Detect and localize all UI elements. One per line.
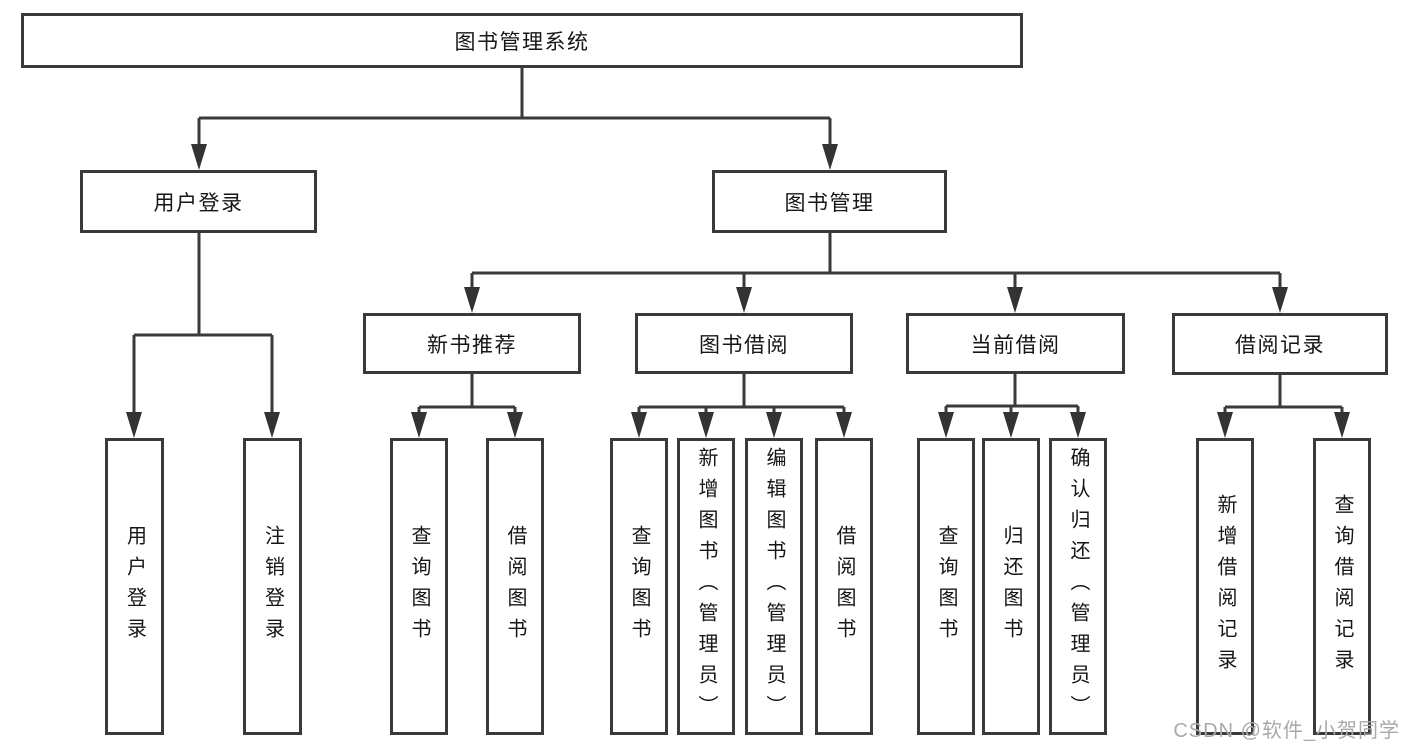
leaf-query-borrow-record-label: 查询借阅记录: [1331, 493, 1353, 680]
leaf-query-books-1-label: 查询图书: [408, 524, 430, 649]
csdn-watermark: CSDN @软件_小贺同学: [1173, 720, 1400, 742]
node-current-borrowing: 当前借阅: [906, 313, 1125, 374]
leaf-query-borrow-record: 查询借阅记录: [1313, 438, 1371, 735]
leaf-query-books-3: 查询图书: [917, 438, 975, 735]
node-root-library-system: 图书管理系统: [21, 13, 1023, 68]
leaf-add-borrow-record: 新增借阅记录: [1196, 438, 1254, 735]
node-new-book-recommend: 新书推荐: [363, 313, 581, 374]
leaf-user-login-label: 用户登录: [123, 524, 146, 649]
leaf-borrow-books-1: 借阅图书: [486, 438, 544, 735]
leaf-add-book-admin: 新增图书（管理员）: [677, 438, 735, 735]
leaf-borrow-books-2: 借阅图书: [815, 438, 873, 735]
leaf-add-book-admin-label: 新增图书（管理员）: [695, 447, 717, 726]
leaf-query-books-3-label: 查询图书: [935, 524, 957, 649]
leaf-edit-book-admin: 编辑图书（管理员）: [745, 438, 803, 735]
leaf-borrow-books-2-label: 借阅图书: [833, 524, 855, 649]
leaf-query-books-2-label: 查询图书: [628, 524, 650, 649]
leaf-borrow-books-1-label: 借阅图书: [504, 524, 526, 649]
node-borrowing-records: 借阅记录: [1172, 313, 1388, 375]
leaf-edit-book-admin-label: 编辑图书（管理员）: [763, 447, 785, 726]
node-user-login: 用户登录: [80, 170, 317, 233]
leaf-query-books-1: 查询图书: [390, 438, 448, 735]
leaf-logout-label: 注销登录: [261, 524, 284, 649]
leaf-query-books-2: 查询图书: [610, 438, 668, 735]
leaf-add-borrow-record-label: 新增借阅记录: [1214, 493, 1236, 680]
node-book-borrowing: 图书借阅: [635, 313, 853, 374]
leaf-confirm-return-admin: 确认归还（管理员）: [1049, 438, 1107, 735]
leaf-return-books: 归还图书: [982, 438, 1040, 735]
node-book-management: 图书管理: [712, 170, 947, 233]
leaf-user-login: 用户登录: [105, 438, 164, 735]
leaf-return-books-label: 归还图书: [1000, 524, 1022, 649]
leaf-confirm-return-admin-label: 确认归还（管理员）: [1067, 447, 1089, 726]
leaf-logout: 注销登录: [243, 438, 302, 735]
